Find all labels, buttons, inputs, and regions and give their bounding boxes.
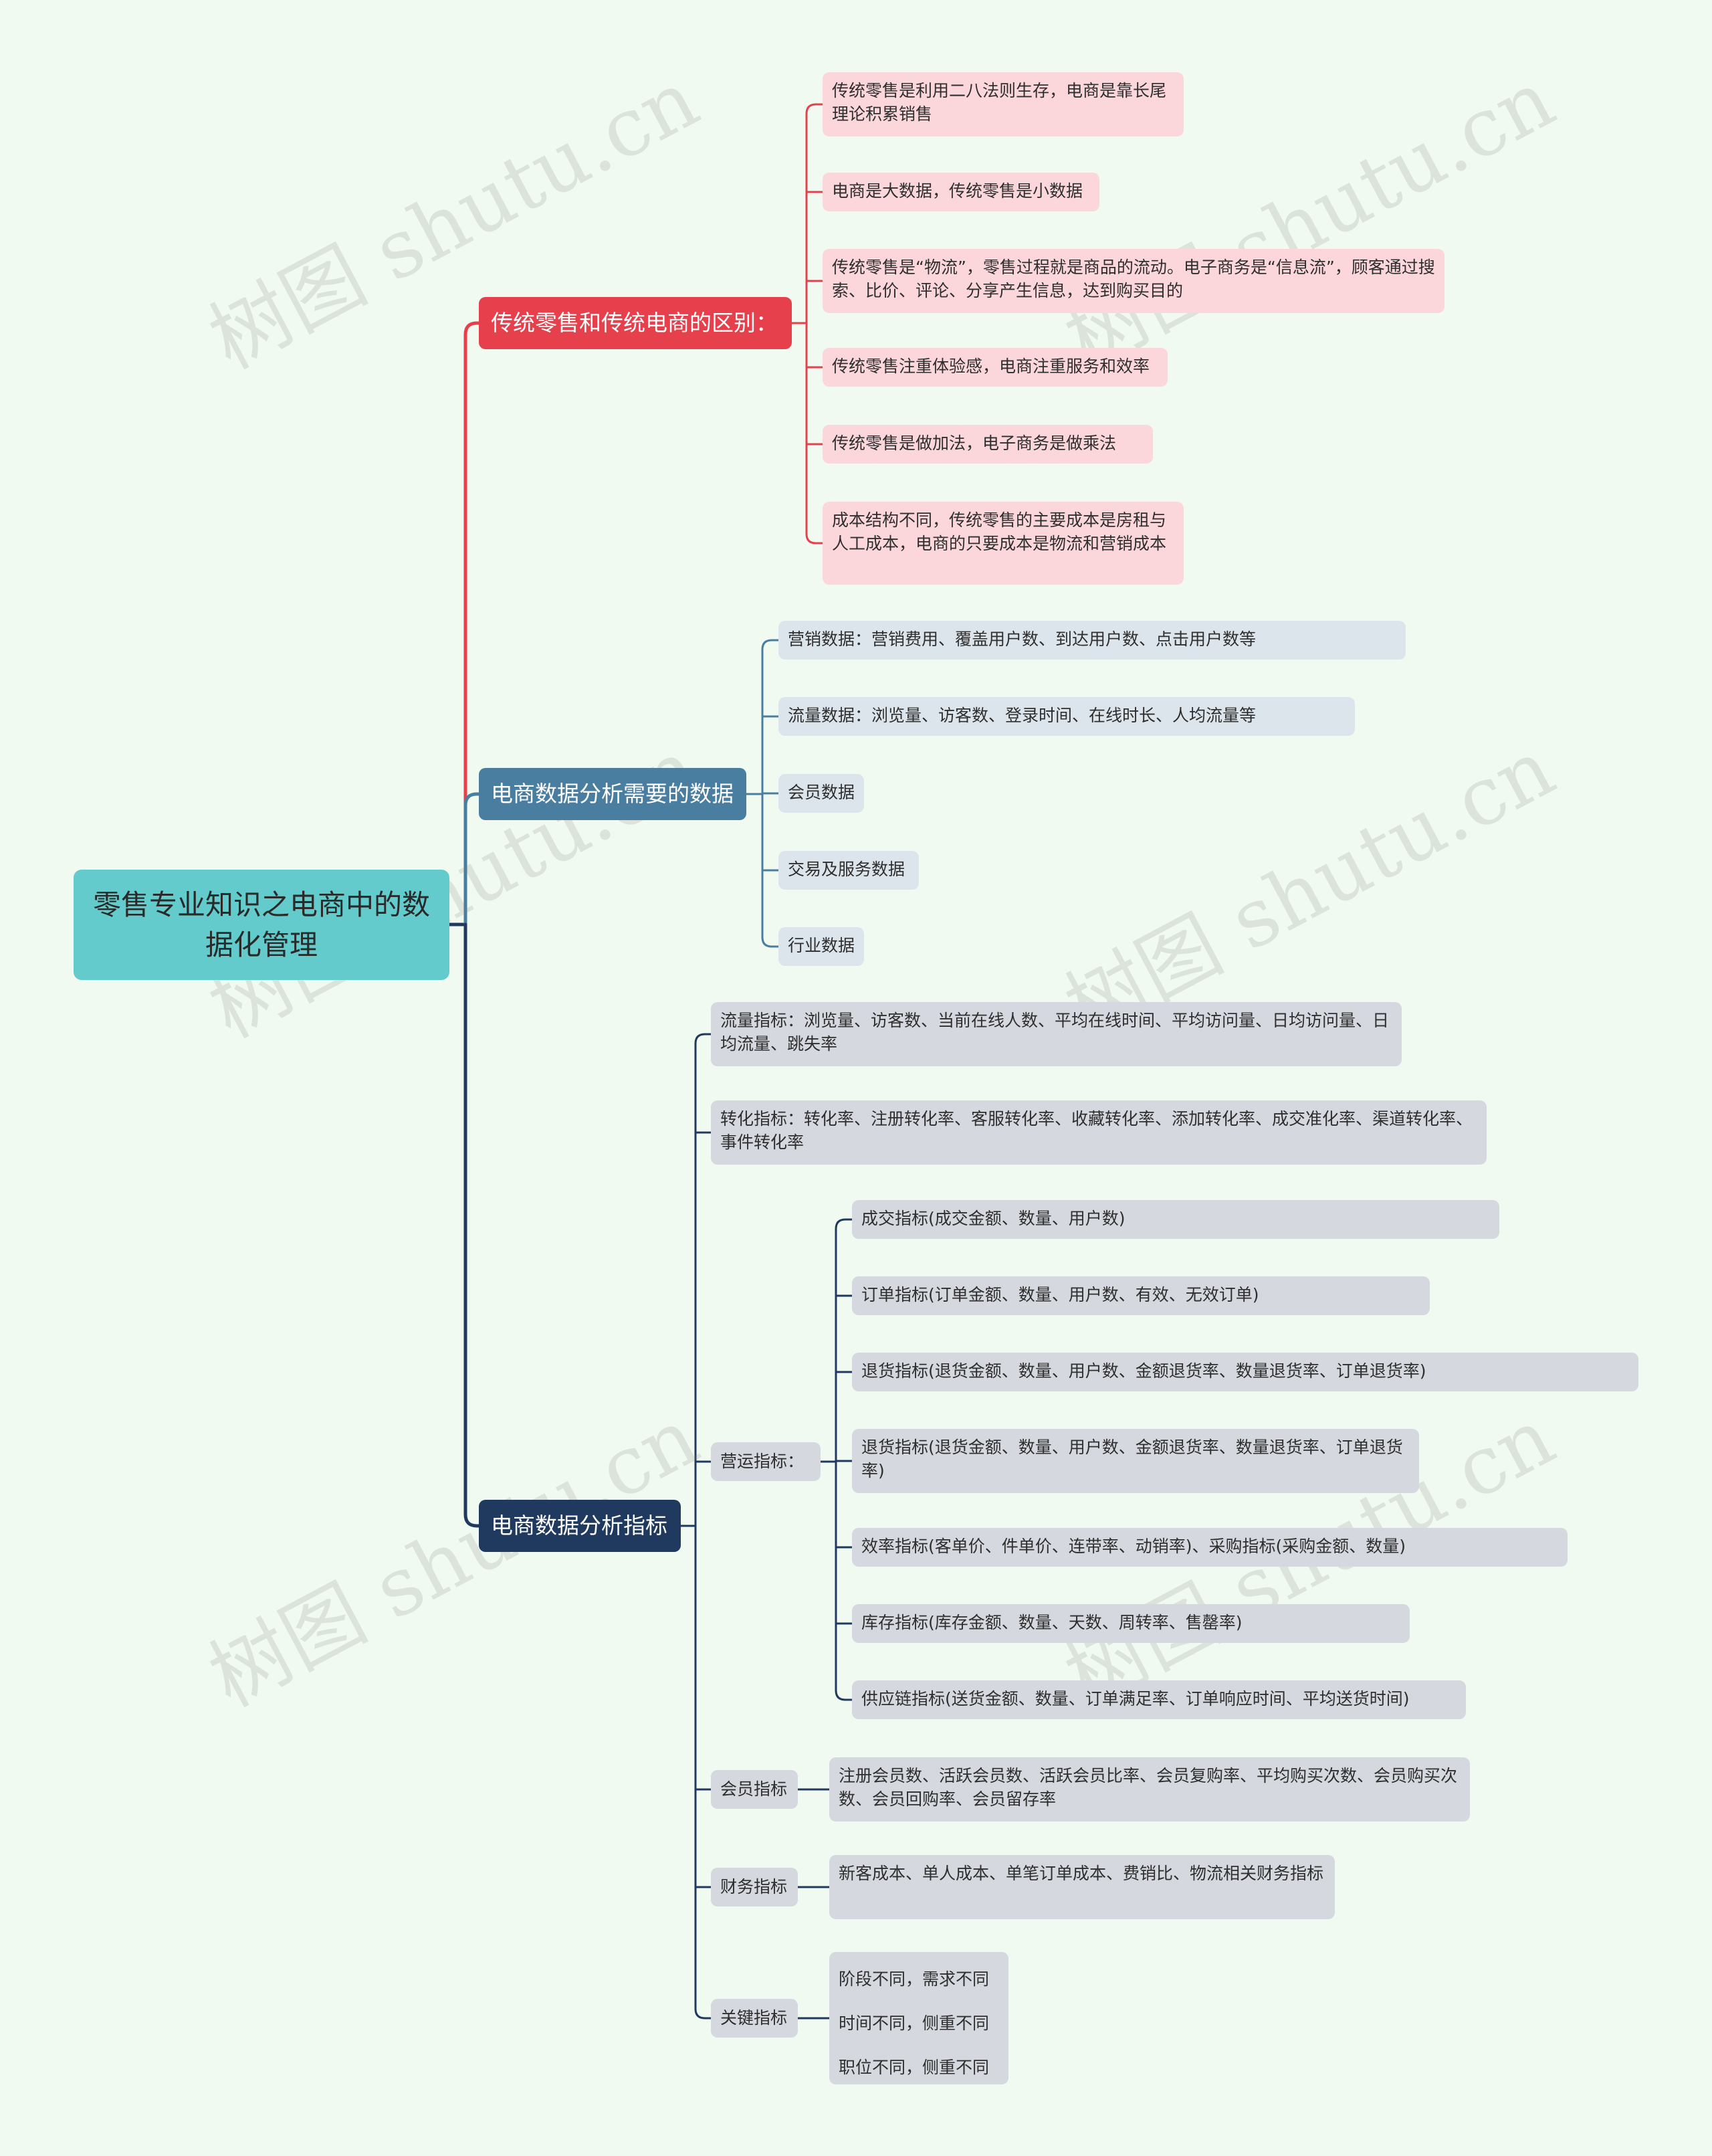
leaf-item[interactable]: 订单指标(订单金额、数量、用户数、有效、无效订单): [852, 1276, 1430, 1315]
connector-line: [835, 1218, 853, 1230]
leaf-item[interactable]: 退货指标(退货金额、数量、用户数、金额退货率、数量退货率、订单退货率): [852, 1353, 1638, 1391]
leaf-conversion-metrics[interactable]: 转化指标：转化率、注册转化率、客服转化率、收藏转化率、添加转化率、成交准化率、渠…: [711, 1100, 1487, 1165]
leaf-item[interactable]: 行业数据: [778, 927, 864, 966]
connector-line: [805, 532, 824, 545]
connector-line: [463, 922, 481, 1528]
leaf-item[interactable]: 传统零售是“物流”，零售过程就是商品的流动。电子商务是“信息流”，顾客通过搜索、…: [823, 249, 1444, 313]
leaf-item[interactable]: 退货指标(退货金额、数量、用户数、金额退货率、数量退货率、订单退货率): [852, 1429, 1419, 1493]
branch-required-data[interactable]: 电商数据分析需要的数据: [479, 768, 746, 820]
sub-member-metrics[interactable]: 会员指标: [711, 1770, 798, 1809]
connector-line: [463, 792, 481, 926]
leaf-item[interactable]: 阶段不同，需求不同: [839, 1969, 990, 1989]
leaf-item[interactable]: 流量数据：浏览量、访客数、登录时间、在线时长、人均流量等: [778, 697, 1355, 736]
leaf-item[interactable]: 注册会员数、活跃会员数、活跃会员比率、会员复购率、平均购买次数、会员购买次数、会…: [829, 1757, 1470, 1822]
connector-line: [761, 936, 780, 948]
connector-line: [463, 321, 481, 926]
leaf-item[interactable]: 传统零售是做加法，电子商务是做乘法: [823, 425, 1153, 464]
connector-line: [835, 1689, 853, 1701]
leaf-item[interactable]: 传统零售是利用二八法则生存，电商是靠长尾理论积累销售: [823, 72, 1184, 136]
leaf-item[interactable]: 职位不同，侧重不同: [839, 2057, 990, 2077]
leaf-item[interactable]: 电商是大数据，传统零售是小数据: [823, 173, 1099, 211]
branch-analysis-metrics[interactable]: 电商数据分析指标: [479, 1500, 681, 1552]
leaf-item[interactable]: 成本结构不同，传统零售的主要成本是房租与人工成本，电商的只要成本是物流和营销成本: [823, 502, 1184, 585]
leaf-item[interactable]: 营销数据：营销费用、覆盖用户数、到达用户数、点击用户数等: [778, 621, 1406, 660]
leaf-item[interactable]: 传统零售注重体验感，电商注重服务和效率: [823, 348, 1168, 387]
sub-finance-metrics[interactable]: 财务指标: [711, 1868, 798, 1906]
connector-line: [761, 639, 780, 651]
root-topic[interactable]: 零售专业知识之电商中的数据化管理: [74, 870, 449, 980]
sub-operation-metrics[interactable]: 营运指标：: [711, 1442, 821, 1481]
leaf-item[interactable]: 交易及服务数据: [778, 851, 919, 890]
leaf-item[interactable]: 效率指标(客单价、件单价、连带率、动销率)、采购指标(采购金额、数量): [852, 1528, 1568, 1567]
leaf-item[interactable]: 新客成本、单人成本、单笔订单成本、费销比、物流相关财务指标: [829, 1855, 1335, 1919]
leaf-item[interactable]: 成交指标(成交金额、数量、用户数): [852, 1200, 1499, 1239]
leaf-item[interactable]: 库存指标(库存金额、数量、天数、周转率、售罄率): [852, 1604, 1410, 1643]
leaf-item-stack: 阶段不同，需求不同 时间不同，侧重不同 职位不同，侧重不同: [829, 1952, 1008, 2084]
connector-line: [694, 1033, 712, 1045]
leaf-item[interactable]: 时间不同，侧重不同: [839, 2013, 990, 2033]
connector-line: [694, 2007, 712, 2020]
connector-line: [805, 103, 824, 115]
leaf-traffic-metrics[interactable]: 流量指标：浏览量、访客数、当前在线人数、平均在线时间、平均访问量、日均访问量、日…: [711, 1002, 1402, 1066]
leaf-item[interactable]: 供应链指标(送货金额、数量、订单满足率、订单响应时间、平均送货时间): [852, 1680, 1466, 1719]
sub-key-metrics[interactable]: 关键指标: [711, 1999, 798, 2038]
branch-retail-vs-ecommerce[interactable]: 传统零售和传统电商的区别：: [479, 297, 792, 349]
leaf-item[interactable]: 会员数据: [778, 774, 864, 813]
